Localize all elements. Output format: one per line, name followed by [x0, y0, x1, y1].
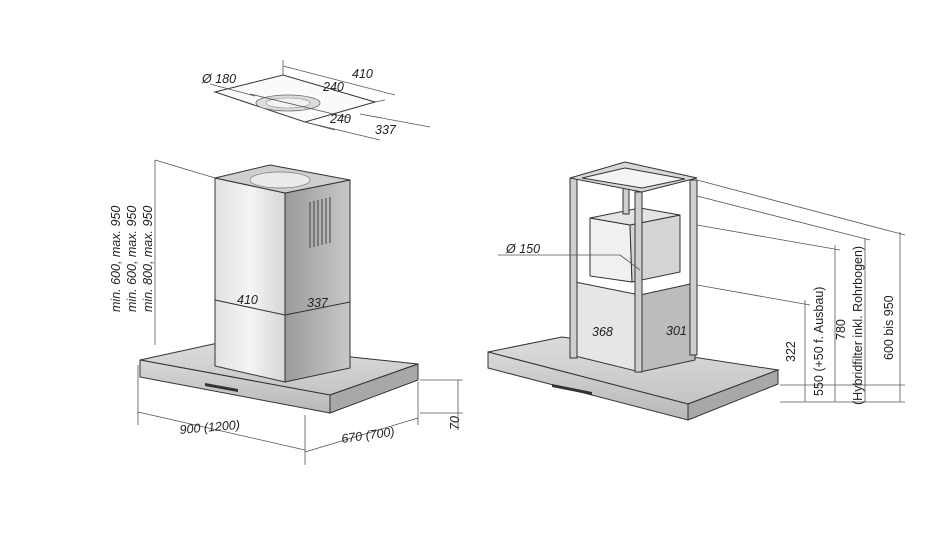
left-hood	[137, 159, 463, 465]
left-chimney-opening	[249, 171, 311, 189]
left-chimney-depth-label: 337	[307, 296, 329, 310]
left-control-strip	[205, 383, 238, 392]
left-vent-slots	[309, 197, 331, 248]
left-height-label-3: min. 800, max. 950	[141, 206, 155, 312]
left-canopy-side	[329, 363, 419, 414]
right-inner-depth-label: 301	[666, 324, 687, 338]
left-chimney-front	[214, 177, 286, 383]
left-canopy-depth-label: 670 (700)	[340, 425, 395, 446]
right-duct-diameter-label: Ø 150	[505, 242, 540, 256]
duct-plate	[209, 60, 431, 141]
duct-plate-outer-depth-label: 337	[375, 123, 397, 137]
left-canopy-width-label: 900 (1200)	[179, 418, 240, 437]
left-height-label-1: min. 600, max. 950	[109, 206, 123, 312]
duct-plate-inner-width-label: 240	[322, 80, 344, 94]
right-dim-600-950: 600 bis 950	[882, 295, 896, 360]
duct-plate-inner-depth-label: 240	[329, 112, 351, 126]
duct-plate-outer-width-label: 410	[352, 67, 373, 81]
right-control-strip	[552, 384, 592, 395]
left-canopy-height-label: 70	[448, 416, 462, 430]
right-dim-550: 550 (+50 f. Ausbau)	[812, 287, 826, 396]
right-frame	[569, 161, 698, 373]
right-dim-780: 780	[834, 319, 848, 340]
right-canopy-side	[687, 369, 779, 421]
left-chimney-width-label: 410	[237, 293, 258, 307]
right-dim-hybridfilter: (Hybridfilter inkl. Rohrbogen)	[851, 246, 865, 405]
duct-plate-diameter-label: Ø 180	[201, 72, 236, 86]
right-dim-322: 322	[784, 341, 798, 362]
right-inner-width-label: 368	[592, 325, 613, 339]
right-hood	[487, 161, 906, 421]
left-height-label-2: min. 600, max. 950	[125, 206, 139, 312]
right-filter-front	[589, 217, 633, 283]
